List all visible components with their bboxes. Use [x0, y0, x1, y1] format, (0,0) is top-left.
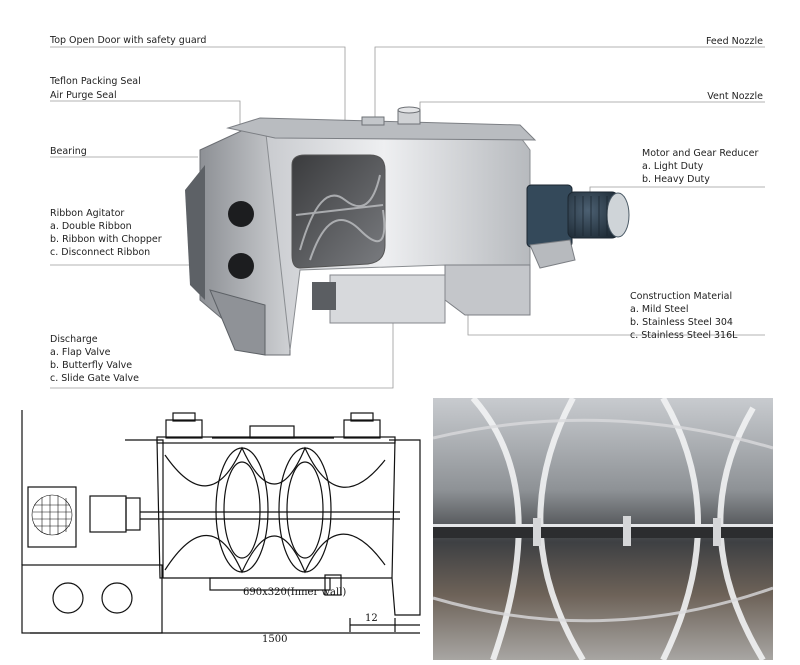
discharge-box [329, 274, 446, 324]
base-hole-left [52, 582, 84, 614]
base-frame [21, 564, 163, 634]
label-motor-group: Motor and Gear Reducer a. Light Duty b. … [642, 147, 758, 186]
label-top-door: Top Open Door with safety guard [50, 35, 207, 46]
construction-item: a. Mild Steel [630, 304, 689, 315]
top-lid [226, 117, 537, 141]
leg-right [444, 264, 531, 316]
ribbon-item: a. Double Ribbon [50, 221, 132, 232]
dim-bottom: 1500 [262, 634, 287, 645]
bearing-hole-upper [228, 201, 254, 227]
interior-shaft [433, 526, 773, 538]
ribbon-item: c. Disconnect Ribbon [50, 247, 151, 258]
feed-nozzle-part [361, 116, 385, 126]
bearing-hole-lower [228, 253, 254, 279]
discharge-title: Discharge [50, 334, 98, 345]
interior-photo [433, 398, 773, 660]
discharge-item: a. Flap Valve [50, 347, 111, 358]
interior-photo-image [433, 398, 773, 660]
inner-wall-dimension: 690x320(Inner wall) [243, 587, 346, 598]
drawing-trough [125, 439, 421, 616]
label-feed-nozzle: Feed Nozzle [705, 36, 763, 47]
blender-illustration [50, 46, 765, 389]
base-hole-right [101, 582, 133, 614]
dim-small: 12 [365, 613, 378, 624]
discharge-item: c. Slide Gate Valve [50, 373, 139, 384]
drawing-motor [27, 486, 77, 548]
construction-title: Construction Material [630, 291, 733, 302]
motor-item: a. Light Duty [642, 161, 704, 172]
leader-discharge [50, 300, 394, 389]
label-teflon-seal: Teflon Packing Seal [50, 76, 141, 87]
construction-item: b. Stainless Steel 304 [630, 317, 733, 328]
ribbon-title: Ribbon Agitator [50, 208, 125, 219]
label-vent-nozzle: Vent Nozzle [707, 91, 763, 102]
label-bearing: Bearing [50, 146, 87, 157]
gear-reducer [526, 184, 573, 248]
leg-left [209, 289, 266, 356]
ribbon-item: b. Ribbon with Chopper [50, 234, 162, 245]
leader-feed-nozzle [374, 46, 765, 118]
label-air-purge: Air Purge Seal [50, 90, 117, 101]
label-ribbon-group: Ribbon Agitator a. Double Ribbon b. Ribb… [50, 207, 162, 259]
label-construction-group: Construction Material a. Mild Steel b. S… [630, 290, 737, 342]
motor-item: b. Heavy Duty [642, 174, 710, 185]
leader-vent [419, 101, 765, 112]
construction-item: c. Stainless Steel 316L [630, 330, 738, 341]
motor-title: Motor and Gear Reducer [642, 148, 759, 159]
drawing-nozzle-left [165, 419, 203, 439]
drawing-lid-handle [249, 425, 295, 439]
leader-top-door [50, 46, 346, 125]
drawing-nozzle-right [343, 419, 381, 439]
trough-opening [291, 154, 386, 269]
motor-support [529, 239, 576, 269]
discharge-item: b. Butterfly Valve [50, 360, 133, 371]
label-discharge-group: Discharge a. Flap Valve b. Butterfly Val… [50, 333, 139, 385]
